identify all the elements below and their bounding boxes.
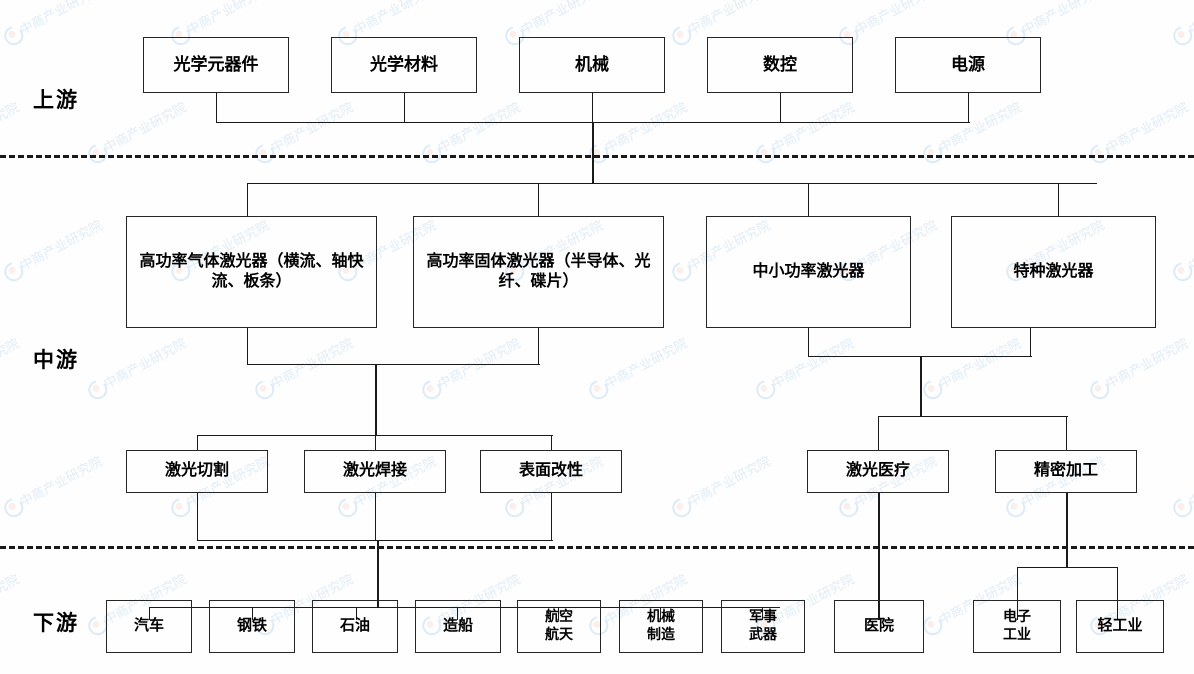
connector-app-stub-surface bbox=[551, 435, 552, 450]
connector-downstream-fanout-bus bbox=[149, 607, 780, 608]
connector-welding-down bbox=[375, 493, 376, 540]
connector-gas-laser-down bbox=[247, 328, 248, 364]
node-high-power-gas-laser[interactable]: 高功率气体激光器（横流、轴快流、板条） bbox=[126, 216, 377, 328]
node-laser-medical[interactable]: 激光医疗 bbox=[807, 450, 949, 493]
connector-application-right-bus bbox=[878, 416, 1068, 417]
connector-down-stub-military bbox=[762, 607, 763, 620]
node-shipbuilding[interactable]: 造船 bbox=[415, 600, 501, 653]
connector-left-merge-bus bbox=[247, 364, 540, 365]
connector-downstream-trunk bbox=[377, 540, 379, 607]
connector-upstream-stub-2 bbox=[404, 93, 405, 122]
node-high-power-solid-laser[interactable]: 高功率固体激光器（半导体、光纤、碟片） bbox=[413, 216, 664, 328]
node-petroleum[interactable]: 石油 bbox=[312, 600, 398, 653]
connector-upstream-to-midstream-trunk bbox=[592, 122, 594, 184]
connector-down-stub-electronics bbox=[1017, 567, 1018, 620]
connector-midstream-stub-1 bbox=[247, 183, 248, 216]
connector-upstream-stub-4 bbox=[780, 93, 781, 122]
stage-label-downstream: 下游 bbox=[33, 611, 79, 635]
connector-down-stub-petroleum bbox=[356, 607, 357, 620]
connector-midstream-stub-4 bbox=[1058, 183, 1059, 216]
node-low-mid-power-laser[interactable]: 中小功率激光器 bbox=[706, 216, 911, 328]
connector-down-stub-lightindustry bbox=[1117, 567, 1118, 620]
node-laser-cutting[interactable]: 激光切割 bbox=[126, 450, 268, 493]
node-optical-components[interactable]: 光学元器件 bbox=[143, 37, 289, 93]
connector-precision-down bbox=[1066, 493, 1068, 567]
connector-right-trunk bbox=[920, 356, 922, 416]
connector-app-stub-cutting bbox=[197, 435, 198, 450]
node-steel[interactable]: 钢铁 bbox=[209, 600, 295, 653]
connector-cutting-down bbox=[197, 493, 198, 540]
node-cnc[interactable]: 数控 bbox=[707, 37, 853, 93]
divider-midstream-downstream bbox=[0, 546, 1194, 549]
connector-upstream-stub-3 bbox=[592, 93, 593, 122]
node-automobile[interactable]: 汽车 bbox=[106, 600, 192, 653]
node-surface-treatment[interactable]: 表面改性 bbox=[480, 450, 622, 493]
node-machinery-manufacturing[interactable]: 机械制造 bbox=[619, 600, 703, 653]
node-power-supply[interactable]: 电源 bbox=[895, 37, 1041, 93]
node-laser-welding[interactable]: 激光焊接 bbox=[304, 450, 446, 493]
node-military-weapons[interactable]: 军事武器 bbox=[721, 600, 805, 653]
node-electronics-industry[interactable]: 电子工业 bbox=[973, 600, 1061, 653]
connector-down-stub-automobile bbox=[149, 607, 150, 620]
stage-label-upstream: 上游 bbox=[33, 88, 79, 112]
connector-midstream-bus bbox=[247, 183, 1097, 184]
connector-medical-to-hospital bbox=[878, 493, 880, 620]
stage-label-midstream: 中游 bbox=[33, 348, 79, 372]
connector-surface-down bbox=[551, 493, 552, 540]
connector-upstream-stub-5 bbox=[968, 93, 969, 122]
connector-solid-laser-down bbox=[538, 328, 539, 364]
connector-down-stub-machinery bbox=[660, 607, 661, 620]
connector-downstream-merge-bus bbox=[197, 540, 553, 541]
node-electronics-industry-label: 电子工业 bbox=[1003, 609, 1031, 643]
connector-upstream-stub-1 bbox=[216, 93, 217, 122]
node-aerospace-label: 航空航天 bbox=[545, 609, 573, 643]
connector-down-stub-shipbuilding bbox=[457, 607, 458, 620]
node-machinery-manufacturing-label: 机械制造 bbox=[647, 609, 675, 643]
connector-left-trunk bbox=[375, 364, 377, 435]
connector-midstream-stub-3 bbox=[808, 183, 809, 216]
connector-special-laser-down bbox=[1030, 328, 1031, 356]
divider-upstream-midstream bbox=[0, 155, 1194, 158]
node-light-industry[interactable]: 轻工业 bbox=[1076, 600, 1164, 653]
connector-midstream-stub-2 bbox=[538, 183, 539, 216]
node-mechanical[interactable]: 机械 bbox=[519, 37, 665, 93]
connector-app-stub-precision bbox=[1066, 416, 1067, 450]
connector-app-stub-medical bbox=[878, 416, 879, 450]
node-aerospace[interactable]: 航空航天 bbox=[517, 600, 601, 653]
node-precision-machining[interactable]: 精密加工 bbox=[995, 450, 1137, 493]
connector-app-stub-welding bbox=[375, 435, 376, 450]
connector-precision-split-bus bbox=[1017, 567, 1117, 568]
node-optical-materials[interactable]: 光学材料 bbox=[331, 37, 477, 93]
connector-lowmid-laser-down bbox=[808, 328, 809, 356]
node-military-weapons-label: 军事武器 bbox=[749, 609, 777, 643]
node-hospital[interactable]: 医院 bbox=[834, 600, 924, 653]
connector-down-stub-steel bbox=[252, 607, 253, 620]
node-special-laser[interactable]: 特种激光器 bbox=[951, 216, 1156, 328]
connector-down-stub-aerospace bbox=[558, 607, 559, 620]
